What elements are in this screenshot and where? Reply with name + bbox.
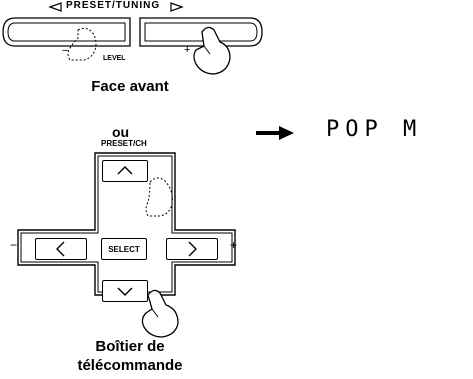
remote-minus-sign: − — [10, 238, 18, 252]
front-caption: Face avant — [91, 78, 169, 95]
left-button[interactable] — [35, 238, 87, 260]
up-button[interactable] — [102, 160, 148, 182]
remote-cross-graphic — [17, 152, 236, 296]
front-panel: PRESET/TUNING − LEVEL + Face avant — [0, 0, 270, 110]
arrow-right-icon — [256, 126, 294, 140]
or-text: ou — [112, 124, 130, 140]
display-readout: POP M — [326, 117, 423, 142]
right-triangle-icon — [170, 2, 184, 12]
plus-sign: + — [184, 44, 191, 56]
chevron-left-icon — [56, 241, 65, 257]
select-button[interactable]: SELECT — [101, 238, 147, 260]
minus-sign: − — [62, 45, 69, 57]
chevron-up-icon — [117, 166, 133, 175]
hand-pointer-icon — [145, 177, 173, 217]
hand-pointer-icon — [141, 289, 179, 338]
front-buttons-graphic — [2, 17, 263, 75]
preset-ch-label: PRESET/CH — [101, 139, 147, 148]
remote-caption-line1: Boîtier de — [95, 338, 165, 355]
select-label: SELECT — [108, 245, 140, 254]
level-label: LEVEL — [103, 55, 126, 62]
remote-caption-line2: télécommande — [77, 357, 183, 374]
right-button[interactable] — [166, 238, 218, 260]
preset-tuning-label: PRESET/TUNING — [66, 0, 161, 11]
down-button[interactable] — [102, 280, 148, 302]
remote-plus-sign: + — [230, 238, 238, 252]
chevron-down-icon — [117, 287, 133, 296]
left-triangle-icon — [48, 2, 62, 12]
chevron-right-icon — [188, 241, 197, 257]
